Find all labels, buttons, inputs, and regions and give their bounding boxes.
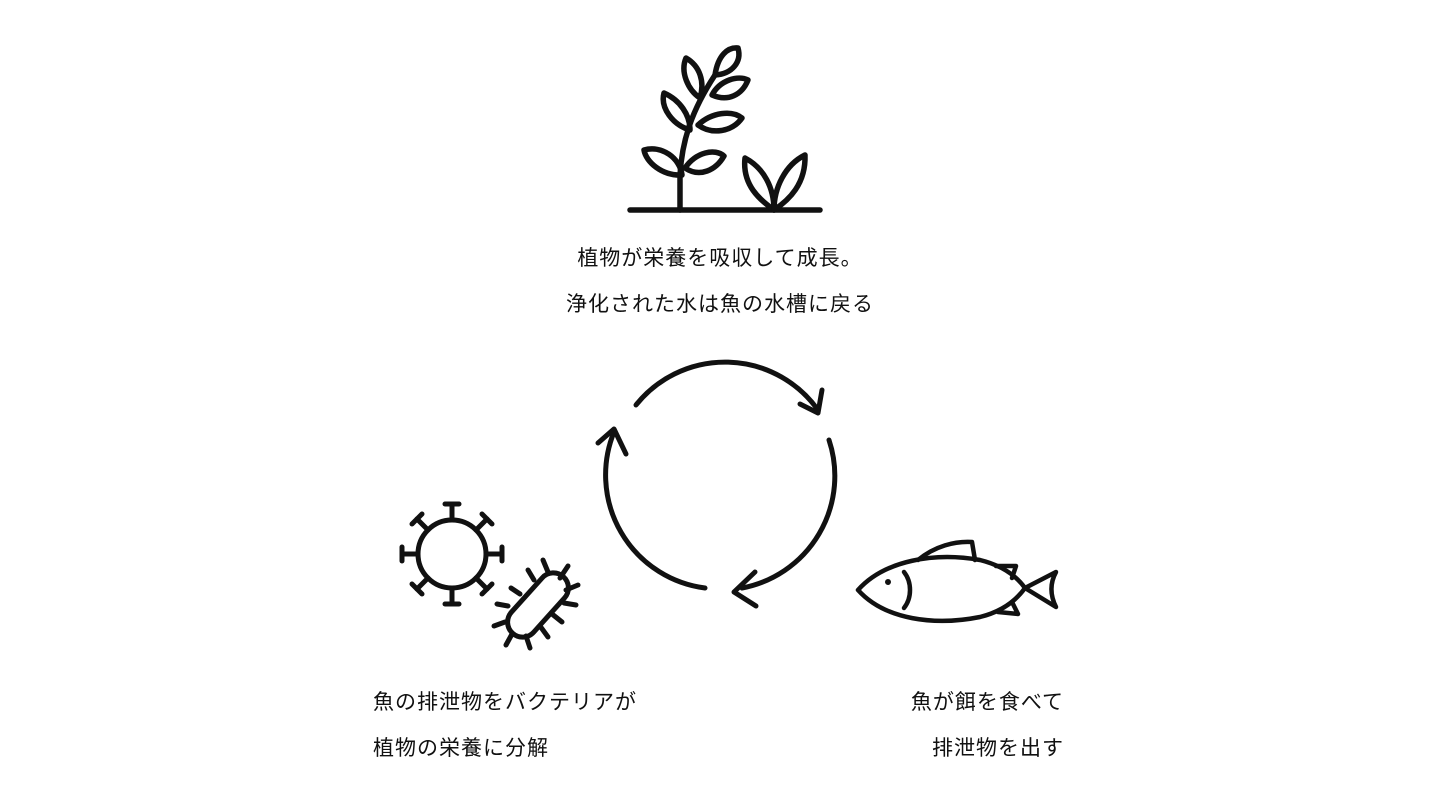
plant-caption: 植物が栄養を吸収して成長。 浄化された水は魚の水槽に戻る xyxy=(520,246,920,316)
cycle-arrows-icon xyxy=(595,359,838,609)
plant-icon xyxy=(627,45,823,213)
plant-caption-line2: 浄化された水は魚の水槽に戻る xyxy=(566,292,874,316)
bacteria-caption-line1: 魚の排泄物をバクテリアが xyxy=(373,690,637,714)
bacteria-caption-line2: 植物の栄養に分解 xyxy=(373,736,549,760)
fish-caption-line1: 魚が餌を食べて xyxy=(910,690,1064,714)
plant-caption-line1: 植物が栄養を吸収して成長。 xyxy=(577,246,863,270)
bacteria-icon xyxy=(399,501,581,651)
fish-icon xyxy=(855,539,1059,624)
bacteria-caption: 魚の排泄物をバクテリアが 植物の栄養に分解 xyxy=(373,690,693,760)
fish-caption-line2: 排泄物を出す xyxy=(932,736,1064,760)
fish-caption: 魚が餌を食べて 排泄物を出す xyxy=(780,690,1064,760)
